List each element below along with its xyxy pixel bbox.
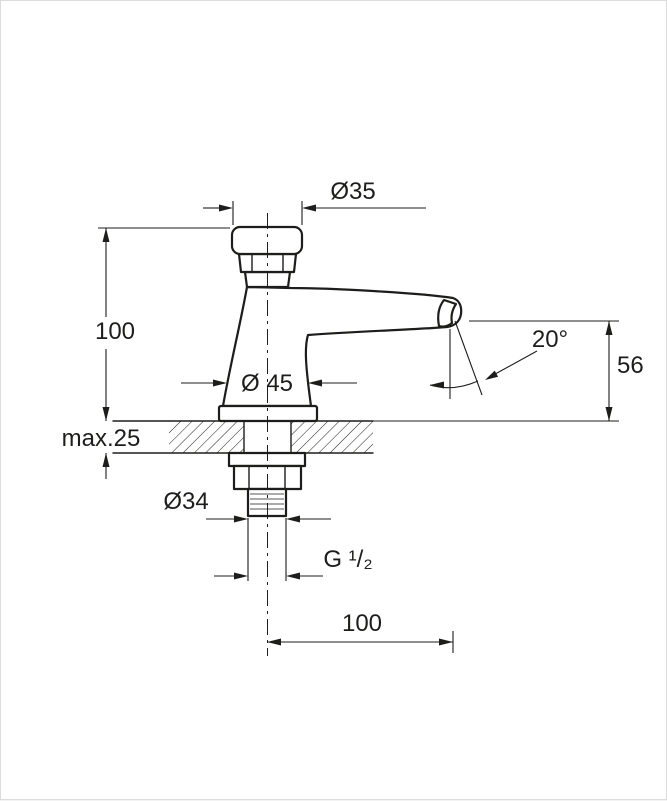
body-and-spout-outline xyxy=(221,285,463,408)
arrowhead xyxy=(439,638,453,646)
arrowhead xyxy=(102,407,110,421)
aerator-detail xyxy=(437,298,458,328)
arrowhead xyxy=(267,638,281,646)
dim-projection: 100 xyxy=(267,610,454,653)
mounting-deck xyxy=(112,420,374,454)
dim-base-diameter-label: Ø 45 xyxy=(241,370,293,397)
arrowhead xyxy=(430,381,444,389)
arrowhead xyxy=(234,515,248,523)
arrowhead xyxy=(102,453,110,467)
dim-outlet-height-label: 56 xyxy=(617,352,644,379)
arrowhead xyxy=(286,515,300,523)
deck-hatch-left xyxy=(169,421,244,453)
dim-spout-angle: 20° xyxy=(429,320,568,399)
deck-hatch-right xyxy=(291,421,373,453)
arrowhead xyxy=(605,407,613,421)
dim-spout-angle-label: 20° xyxy=(532,326,568,353)
dim-thread: G ¹/₂ xyxy=(214,546,373,580)
dim-thread-label: G ¹/₂ xyxy=(323,546,372,573)
dim-max-thickness: max.25 xyxy=(62,425,141,479)
dim-height: 100 xyxy=(95,227,230,421)
arrowhead xyxy=(302,204,316,212)
dim-shank-diameter: Ø34 xyxy=(163,488,331,581)
arrowhead xyxy=(605,321,613,335)
arrowhead xyxy=(102,228,110,242)
dim-shank-diameter-label: Ø34 xyxy=(163,488,208,515)
dim-max-thickness-label: max.25 xyxy=(62,425,141,452)
dim-projection-label: 100 xyxy=(342,610,382,637)
arrowhead xyxy=(485,370,499,380)
dim-top-diameter: Ø35 xyxy=(203,178,426,225)
arrowhead xyxy=(308,379,322,387)
dim-top-diameter-label: Ø35 xyxy=(330,178,375,205)
arrowhead xyxy=(286,572,300,580)
dim-base-diameter: Ø 45 xyxy=(181,370,357,397)
threaded-shank xyxy=(246,487,288,518)
dim-height-label: 100 xyxy=(95,318,135,345)
arrowhead xyxy=(219,204,233,212)
dim-outlet-height: 56 xyxy=(373,320,644,422)
arrowhead xyxy=(234,572,248,580)
arrowhead xyxy=(213,379,227,387)
faucet-body xyxy=(217,225,463,423)
